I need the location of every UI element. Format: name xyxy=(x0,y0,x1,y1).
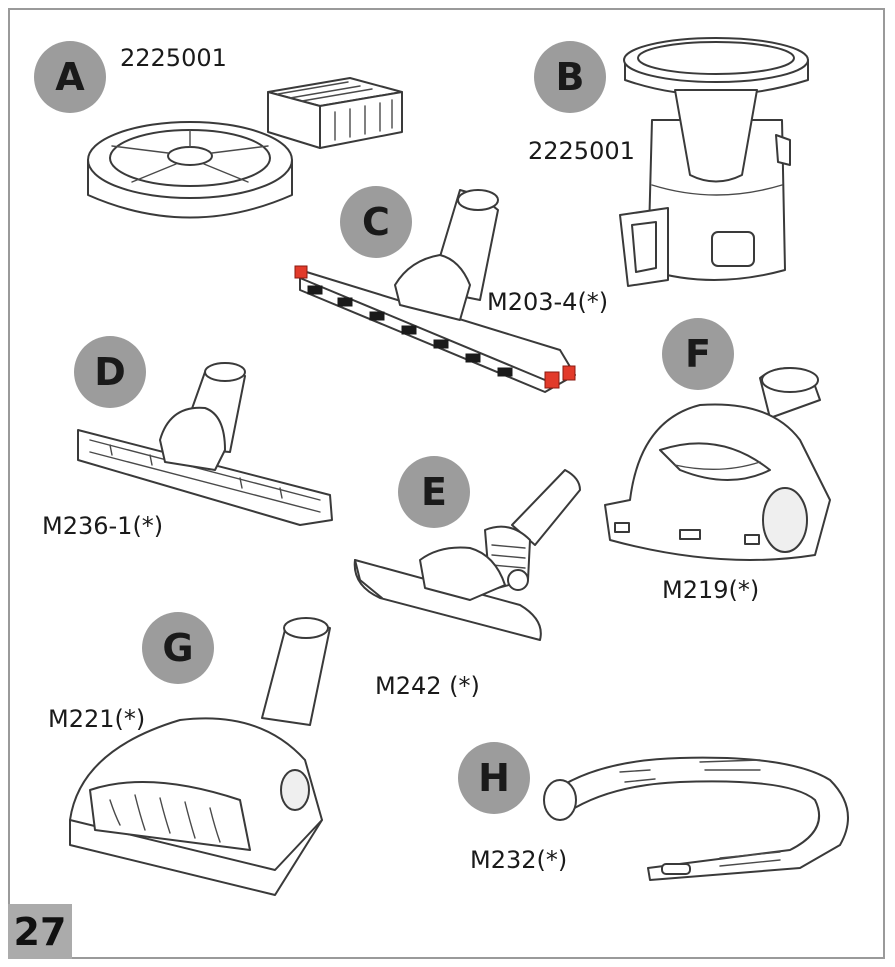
code-b: 2225001 xyxy=(528,137,635,165)
rect-filter-illustration xyxy=(267,77,403,149)
code-e: M242 (*) xyxy=(375,672,480,700)
badge-b: B xyxy=(534,41,606,113)
badge-d: D xyxy=(74,336,146,408)
code-g: M221(*) xyxy=(48,705,146,733)
code-c: M203-4(*) xyxy=(487,288,609,316)
turbo-brush-g-illustration xyxy=(69,617,331,896)
round-filter-illustration xyxy=(87,121,293,219)
floor-brush-c-illustration xyxy=(294,189,576,393)
badge-h: H xyxy=(458,742,530,814)
dust-container-illustration xyxy=(619,37,809,287)
combo-nozzle-illustration xyxy=(353,469,581,641)
badge-f: F xyxy=(662,318,734,390)
code-a: 2225001 xyxy=(120,44,227,72)
hose-illustration xyxy=(543,756,849,881)
code-h: M232(*) xyxy=(470,846,568,874)
badge-a: A xyxy=(34,41,106,113)
turbo-brush-f-illustration xyxy=(604,367,831,561)
badge-g: G xyxy=(142,612,214,684)
code-f: M219(*) xyxy=(662,576,760,604)
code-d: M236-1(*) xyxy=(42,512,164,540)
floor-brush-d-illustration xyxy=(77,362,333,526)
badge-c: C xyxy=(340,186,412,258)
page-number: 27 xyxy=(8,904,72,959)
badge-e: E xyxy=(398,456,470,528)
